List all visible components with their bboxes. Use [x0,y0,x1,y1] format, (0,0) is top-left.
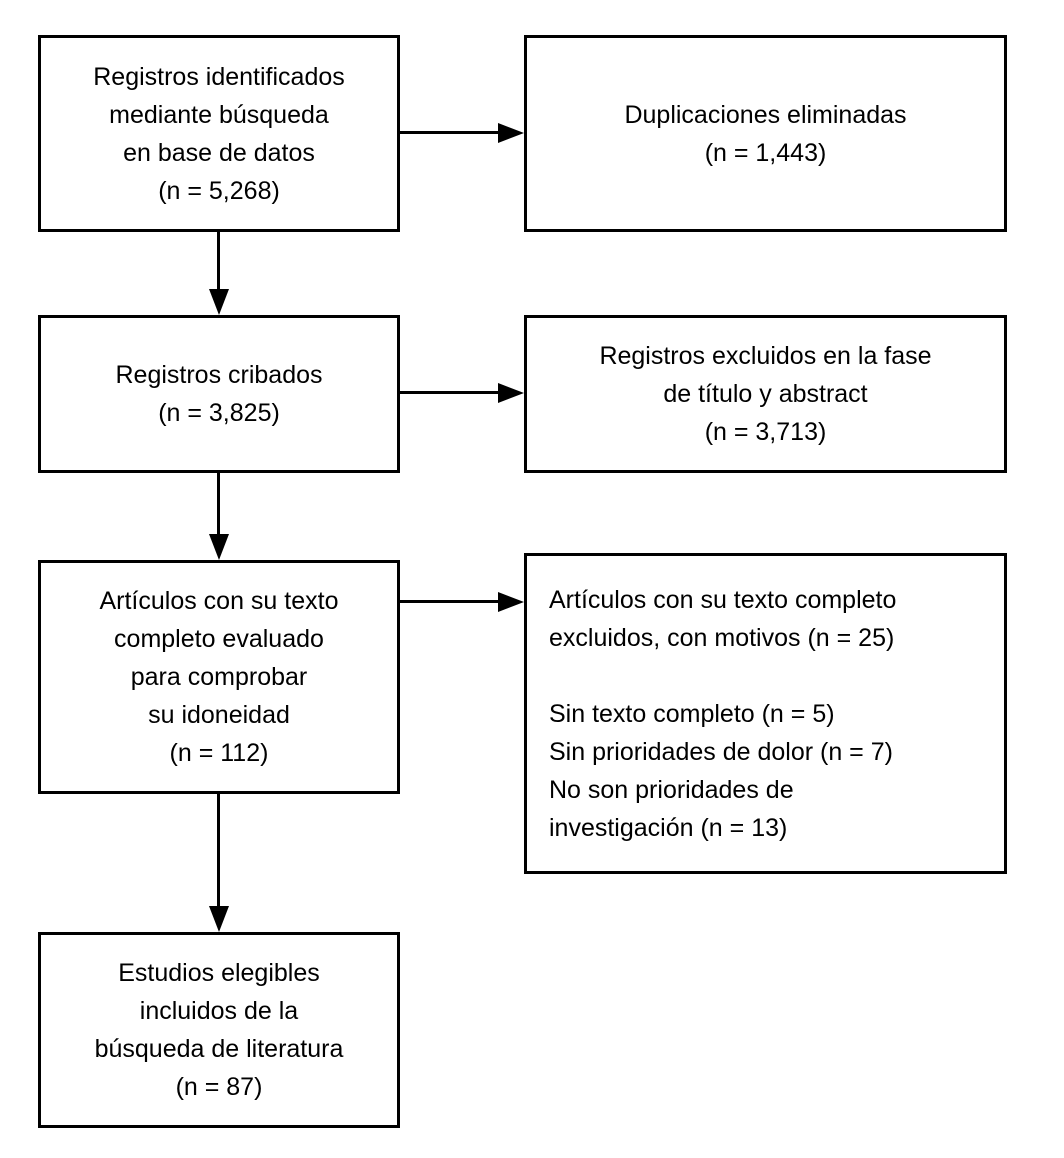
box-records-identified-text: Registros identificados mediante búsqued… [93,62,345,205]
arrowhead-right-icon [498,123,524,143]
box-duplicates-removed-text: Duplicaciones eliminadas (n = 1,443) [624,100,907,167]
arrowhead-right-icon [498,592,524,612]
arrow-identified-to-duplicates-line [399,131,499,134]
box-fulltext-assessed-text: Artículos con su texto completo evaluado… [99,587,339,767]
arrow-fulltext-to-excluded-line [400,600,499,603]
box-fulltext-assessed: Artículos con su texto completo evaluado… [38,560,400,794]
arrow-identified-to-screened-line [217,231,220,290]
box-fulltext-excluded-text: Artículos con su texto completo excluido… [549,585,897,842]
box-fulltext-excluded: Artículos con su texto completo excluido… [524,553,1007,874]
box-studies-included-text: Estudios elegibles incluidos de la búsqu… [94,959,344,1101]
arrowhead-right-icon [498,383,524,403]
box-excluded-title-abstract: Registros excluidos en la fase de título… [524,315,1007,473]
box-records-screened: Registros cribados (n = 3,825) [38,315,400,473]
arrow-fulltext-to-included-line [217,793,220,907]
arrow-screened-to-fulltext-line [217,472,220,535]
box-records-screened-text: Registros cribados (n = 3,825) [115,361,323,427]
arrowhead-down-icon [209,289,229,315]
arrowhead-down-icon [209,534,229,560]
arrow-screened-to-excluded-line [399,391,499,394]
box-records-identified: Registros identificados mediante búsqued… [38,35,400,232]
box-excluded-title-abstract-text: Registros excluidos en la fase de título… [599,342,932,446]
box-duplicates-removed: Duplicaciones eliminadas (n = 1,443) [524,35,1007,232]
arrowhead-down-icon [209,906,229,932]
box-studies-included: Estudios elegibles incluidos de la búsqu… [38,932,400,1128]
